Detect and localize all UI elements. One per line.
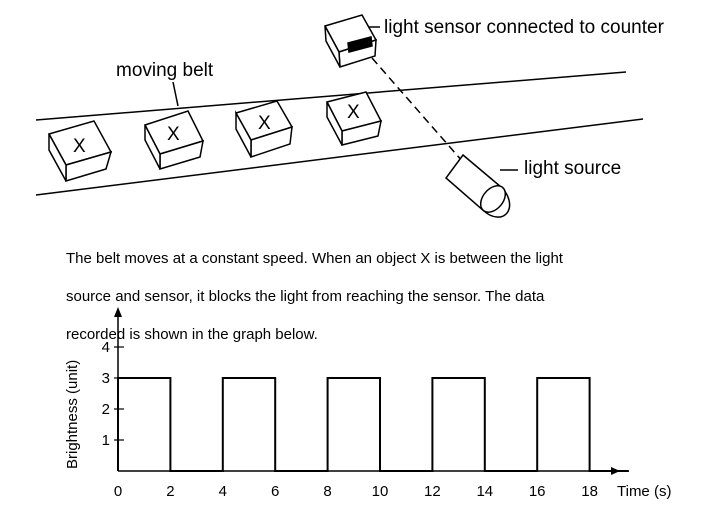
x-tick-label-10: 10 (372, 483, 389, 500)
object-x-3: X (234, 100, 294, 159)
x-tick-label-16: 16 (529, 483, 546, 500)
y-tick-label-4: 4 (102, 339, 110, 356)
light-sensor (323, 14, 380, 69)
y-tick-label-2: 2 (102, 401, 110, 418)
belt-top-edge (35, 71, 627, 121)
y-axis-arrowhead (114, 307, 122, 317)
belt-label-leader (172, 81, 179, 107)
x-tick-label-6: 6 (271, 483, 279, 500)
x-tick-label-18: 18 (581, 483, 598, 500)
caption: The belt moves at a constant speed. When… (66, 230, 686, 363)
object-x-2-mark: X (167, 124, 180, 145)
x-tick-label-12: 12 (424, 483, 441, 500)
x-tick-label-8: 8 (323, 483, 331, 500)
y-axis-title: Brightness (unit) (64, 360, 81, 469)
y-tick-label-3: 3 (102, 370, 110, 387)
x-tick-label-0: 0 (114, 483, 122, 500)
light-source (444, 153, 518, 218)
object-x-3-mark: X (258, 113, 271, 134)
object-x-1-mark: X (73, 136, 86, 157)
source-label: light source (524, 158, 621, 179)
object-x-4-mark: X (347, 102, 360, 123)
light-beam-dashed (371, 57, 471, 171)
y-tick-label-1: 1 (102, 432, 110, 449)
brightness-series-line-1 (117, 377, 629, 472)
moving-belt (35, 71, 644, 196)
x-axis-title: Time (s) (617, 483, 671, 500)
object-x-4: X (325, 91, 383, 146)
x-tick-label-2: 2 (166, 483, 174, 500)
sensor-label: light sensor connected to counter (384, 17, 665, 38)
caption-line-3: recorded is shown in the graph below. (66, 326, 318, 343)
belt-label: moving belt (116, 60, 214, 81)
x-tick-label-4: 4 (219, 483, 227, 500)
caption-line-1: The belt moves at a constant speed. When… (66, 250, 563, 267)
x-tick-label-14: 14 (476, 483, 493, 500)
object-x-2: X (143, 110, 205, 171)
object-x-1: X (47, 120, 113, 183)
caption-line-2: source and sensor, it blocks the light f… (66, 288, 545, 305)
belt-bottom-edge (35, 118, 644, 196)
